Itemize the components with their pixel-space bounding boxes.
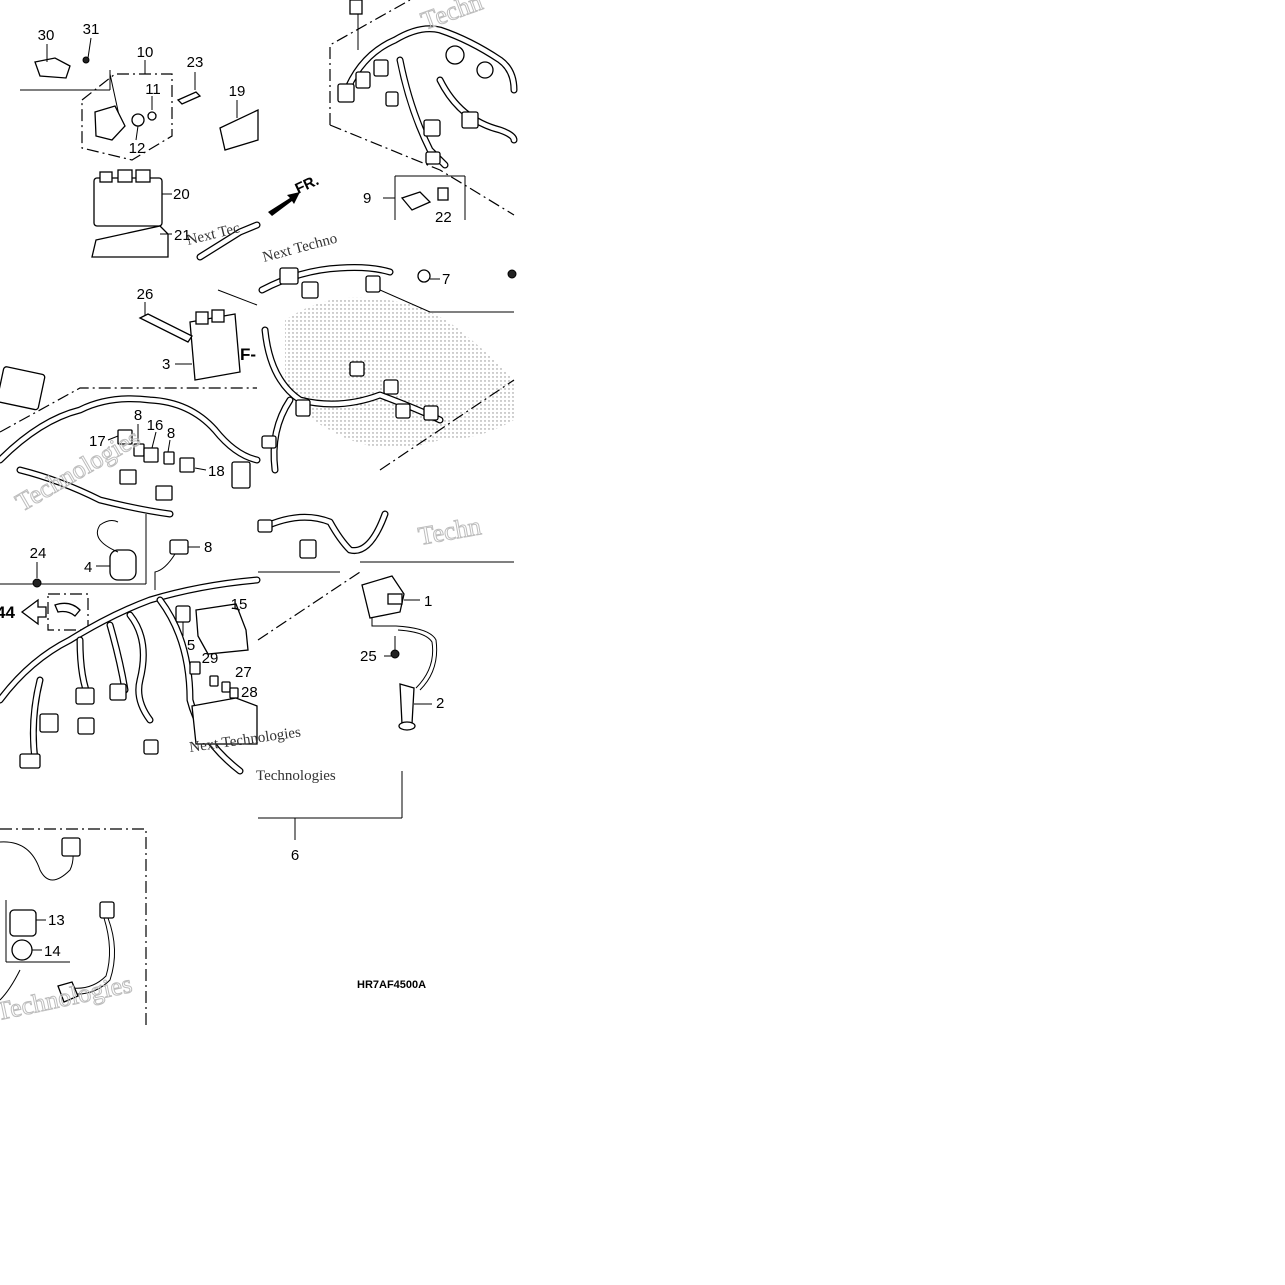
callout-1: 1 [424,593,432,610]
callout-21: 20 [173,186,190,203]
plate-part [219,108,259,151]
callout-23: 22 [435,209,452,226]
watermark: Next Techno [261,231,339,266]
reference-arrow [20,598,47,626]
callout-4: 4 [84,559,92,576]
bolt-part [176,91,202,105]
reference-page: 44 [0,603,15,622]
switch-part [9,909,37,937]
callout-16: 15 [231,596,248,613]
callout-27: 26 [137,286,154,303]
callout-28: 27 [235,664,252,681]
tile-top-middle: Techn FR. 9 22 [268,0,518,226]
callout-8b: 8 [167,425,175,442]
callout-14: 13 [48,912,65,929]
svg-text:FR.: FR. [293,172,322,198]
callout-15: 14 [44,943,61,960]
front-direction-arrow: FR. [268,172,322,216]
callout-29: 28 [241,684,258,701]
callout-8a: 8 [134,407,142,424]
callout-18: 17 [89,433,106,450]
watermark: Techn [416,511,483,551]
coil-part [109,549,137,581]
tile-lower-middle: Techn Technologies 1 2 25 [256,510,514,784]
tile-mid-middle: Next Techno 7 [258,231,517,474]
callout-24: 23 [187,54,204,71]
callout-13: 12 [129,140,146,157]
callout-30: 29 [202,650,219,667]
callout-31: 30 [38,27,55,44]
tile-top-left: Next Tec 30 31 10 11 12 23 19 20 21 [20,21,261,261]
callout-5: 5 [187,637,195,654]
callout-10: 9 [363,190,371,207]
callout-12: 11 [145,81,161,98]
plug-cap-part [399,683,415,725]
callout-20: 19 [229,83,246,100]
watermark: Technologies [256,768,336,784]
callout-19: 18 [208,463,225,480]
sensor-part [94,105,126,141]
watermark: Techn [417,0,486,36]
tile-mid-left: F- Technologies 26 3 17 8 16 8 18 [0,286,261,518]
fuse-box-part [195,603,249,655]
callout-11: 10 [137,44,154,61]
callout-17: 16 [147,417,164,434]
assembly-bracket: 6 [258,771,403,864]
tile-lower-left: 44 Next Tec [0,514,302,775]
diagram-code: HR7AF4500A [357,979,426,991]
tile-bottom-left: Technologies 13 14 [0,828,147,1028]
shaded-area [285,297,514,448]
ecu-part [93,177,163,227]
callout-9: 8 [204,539,212,556]
callout-2: 2 [436,695,444,712]
callout-3: 3 [162,356,170,373]
callout-32: 31 [83,21,100,38]
callout-7: 7 [442,271,450,288]
watermark: Technologies [0,969,135,1026]
front-label-partial: F- [240,345,256,364]
bracket-part [34,57,71,79]
callout-26: 25 [360,648,377,665]
callout-6: 6 [291,847,299,864]
callout-25: 24 [30,545,47,562]
button-part [11,939,33,961]
callout-22: 21 [174,227,191,244]
